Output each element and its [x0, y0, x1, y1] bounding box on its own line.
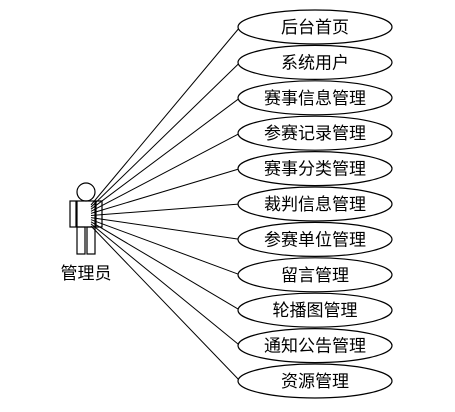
use-case-label: 轮播图管理 [273, 301, 358, 321]
use-case-label: 系统用户 [281, 53, 349, 73]
use-case: 资源管理 [237, 363, 393, 399]
use-case-ellipse [237, 44, 393, 81]
actor-right-arm [95, 200, 103, 228]
use-case-label: 资源管理 [281, 372, 349, 392]
use-case-ellipse [237, 9, 393, 45]
association-line [90, 97, 241, 210]
use-case-ellipse [237, 186, 393, 222]
actor-torso [76, 200, 96, 228]
actor-left-leg [76, 226, 86, 255]
use-case-ellipse [237, 328, 393, 364]
actor-label: 管理员 [61, 264, 112, 284]
use-case-label: 裁判信息管理 [264, 195, 366, 215]
actor-right-leg [86, 226, 96, 255]
use-case-ellipse [237, 80, 393, 116]
association-line [90, 225, 241, 382]
use-case: 通知公告管理 [237, 328, 393, 364]
use-case-ellipse [237, 257, 393, 293]
use-case-label: 通知公告管理 [264, 337, 366, 357]
use-case: 轮播图管理 [237, 292, 393, 328]
association-line [90, 26, 241, 206]
association-line [90, 217, 241, 240]
association-line [90, 62, 241, 208]
use-case-ellipse [237, 151, 393, 187]
association-lines [90, 26, 241, 382]
use-case-ellipse [237, 221, 393, 257]
use-case: 系统用户 [237, 44, 393, 81]
actor-left-arm [69, 200, 77, 228]
use-cases: 后台首页系统用户赛事信息管理参赛记录管理赛事分类管理裁判信息管理参赛单位管理留言… [237, 9, 393, 399]
use-case-ellipse [237, 363, 393, 399]
use-case-label: 后台首页 [281, 18, 349, 38]
association-line [90, 221, 241, 311]
use-case: 裁判信息管理 [237, 186, 393, 222]
use-case: 留言管理 [237, 257, 393, 293]
use-case: 参赛单位管理 [237, 221, 393, 257]
association-line [90, 203, 241, 216]
association-line [90, 132, 241, 212]
use-case-label: 赛事分类管理 [264, 159, 366, 180]
actor-admin [69, 182, 103, 255]
use-case: 赛事信息管理 [237, 80, 393, 116]
use-case-ellipse [237, 115, 393, 151]
use-case: 赛事分类管理 [237, 151, 393, 187]
use-case: 后台首页 [237, 9, 393, 45]
use-case-label: 赛事信息管理 [264, 88, 366, 109]
use-case-label: 参赛记录管理 [264, 123, 366, 144]
actor-head [76, 182, 96, 202]
use-case-label: 留言管理 [281, 266, 349, 286]
association-line [90, 168, 241, 214]
association-line [90, 223, 241, 346]
association-line [90, 219, 241, 276]
use-case-ellipse [237, 292, 393, 328]
use-case-label: 参赛单位管理 [264, 229, 366, 250]
use-case: 参赛记录管理 [237, 115, 393, 151]
